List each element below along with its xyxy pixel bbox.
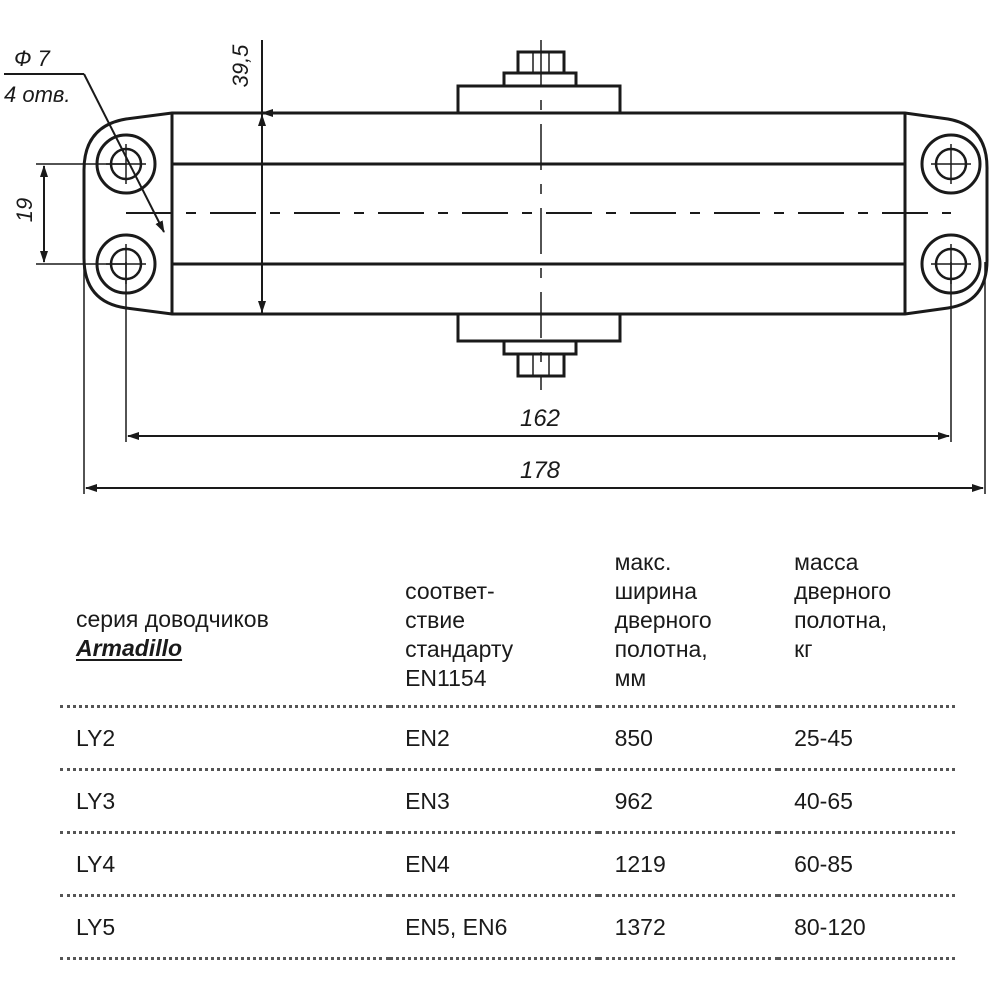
header-mass-line: масса	[794, 549, 859, 575]
center-lines	[126, 40, 951, 390]
cell-width: 962	[598, 769, 779, 834]
table-row: LY3 EN3 962 40-65	[60, 769, 955, 834]
specification-table: серия доводчиков Armadillo соответ- стви…	[60, 548, 955, 960]
hole-count-label: 4 отв.	[4, 82, 71, 107]
cell-series: LY2	[60, 706, 390, 771]
cell-mass: 40-65	[778, 769, 955, 834]
cell-mass: 80-120	[778, 895, 955, 960]
header-standard-line: соответ-	[405, 578, 495, 604]
cell-standard: EN4	[389, 832, 599, 897]
header-mass-line: полотна,	[794, 607, 888, 633]
cell-series: LY4	[60, 832, 390, 897]
mounting-hole-bottom-left	[95, 233, 157, 295]
cell-width: 1219	[598, 832, 779, 897]
cell-series: LY5	[60, 895, 390, 960]
table-header-row: серия доводчиков Armadillo соответ- стви…	[60, 548, 955, 708]
mounting-hole-bottom-right	[920, 233, 982, 295]
header-width-line: мм	[614, 665, 647, 691]
header-standard-line: EN1154	[405, 665, 487, 691]
mounting-hole-top-right	[920, 133, 982, 195]
header-width-line: ширина	[614, 578, 698, 604]
pinion-top	[456, 50, 622, 115]
cell-standard: EN3	[389, 769, 599, 834]
header-series-text: серия доводчиков	[76, 606, 269, 632]
cell-series: LY3	[60, 769, 390, 834]
height-dimension-label: 39,5	[228, 44, 253, 88]
header-width-line: дверного	[614, 607, 712, 633]
mounting-holes	[95, 133, 982, 295]
table-row: LY2 EN2 850 25-45	[60, 706, 955, 771]
cell-standard: EN5, EN6	[389, 895, 599, 960]
header-mass: масса дверного полотна, кг	[778, 548, 955, 708]
pinion-bottom	[456, 312, 622, 378]
cell-mass: 60-85	[778, 832, 955, 897]
table-row: LY4 EN4 1219 60-85	[60, 832, 955, 897]
header-width-line: макс.	[614, 549, 672, 575]
hole-centers-length-label: 162	[520, 405, 560, 432]
hole-spacing-dimension-label: 19	[12, 198, 37, 222]
dimension-lines	[4, 40, 984, 492]
hole-callout-leader	[83, 73, 165, 233]
header-series: серия доводчиков Armadillo	[60, 548, 390, 708]
header-mass-line: кг	[794, 636, 813, 662]
door-closer-drawing: 39,5 19 162 178 Ф 7 4 отв.	[4, 40, 989, 494]
cell-standard: EN2	[389, 706, 599, 771]
header-mass-line: дверного	[794, 578, 892, 604]
header-series-brand: Armadillo	[76, 635, 183, 661]
header-width: макс. ширина дверного полотна, мм	[598, 548, 779, 708]
overall-length-label: 178	[520, 457, 561, 484]
cell-width: 850	[598, 706, 779, 771]
hole-diameter-label: Ф 7	[14, 46, 51, 71]
header-width-line: полотна,	[614, 636, 708, 662]
cell-mass: 25-45	[778, 706, 955, 771]
header-standard: соответ- ствие стандарту EN1154	[389, 548, 599, 708]
header-standard-line: ствие	[405, 607, 465, 633]
mounting-hole-top-left	[95, 133, 157, 195]
header-standard-line: стандарту	[405, 636, 514, 662]
cell-width: 1372	[598, 895, 779, 960]
table-row: LY5 EN5, EN6 1372 80-120	[60, 895, 955, 960]
